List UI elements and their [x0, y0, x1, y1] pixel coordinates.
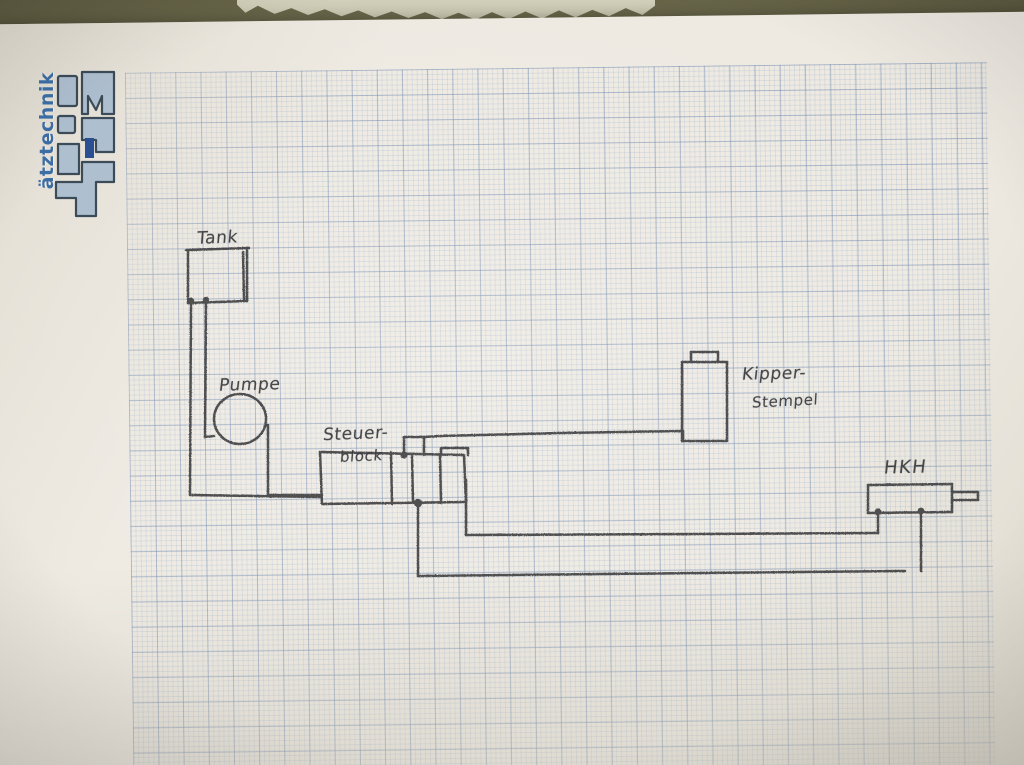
graph-paper-sheet — [0, 11, 1024, 765]
label-steuerblock-line2: block — [339, 446, 384, 466]
label-pumpe: Pumpe — [217, 374, 282, 396]
company-logo: ätztechnik — [8, 62, 128, 232]
graph-grid — [124, 62, 996, 765]
logo-accent-block — [85, 138, 94, 158]
label-steuerblock-line1: Steuer- — [322, 422, 390, 446]
logo-mark-icon — [54, 70, 116, 218]
label-hkh: HKH — [882, 456, 929, 479]
label-tank: Tank — [196, 227, 239, 249]
label-kipper-line1: Kipper- — [740, 363, 808, 385]
label-kipper-line2: Stempel — [751, 390, 819, 412]
